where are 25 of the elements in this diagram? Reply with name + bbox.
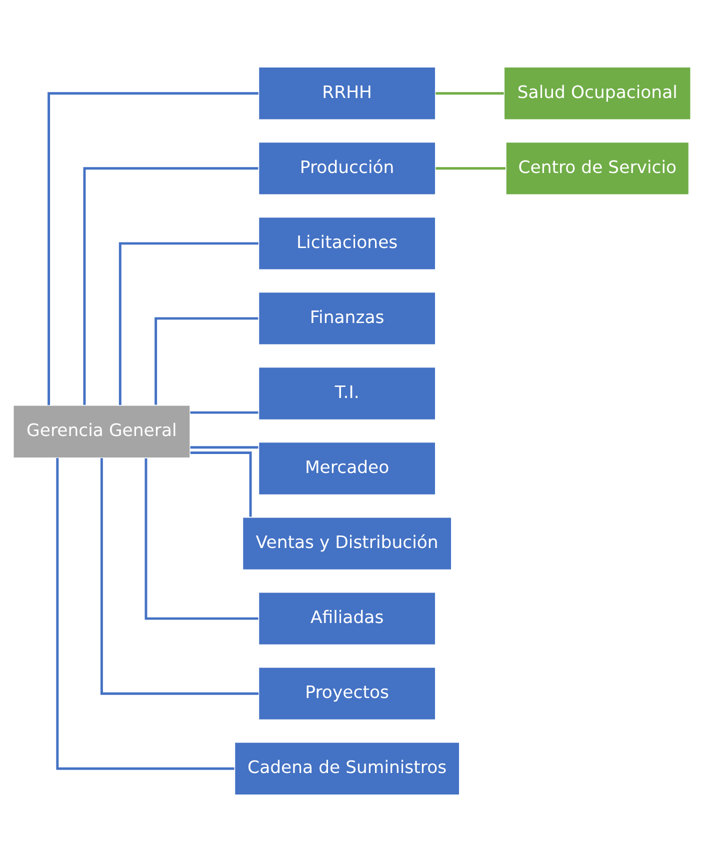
node-box: Cadena de Suministros — [234, 741, 460, 796]
connector — [118, 242, 258, 405]
connector — [190, 446, 258, 448]
connector — [83, 166, 258, 404]
node-box: Mercadeo — [258, 440, 436, 496]
node-box: Centro de Servicio — [505, 140, 690, 195]
node-box: RRHH — [258, 66, 436, 120]
connector — [56, 458, 234, 770]
node-box: Gerencia General — [12, 404, 191, 458]
connector — [190, 410, 258, 414]
node-box: Producción — [258, 140, 436, 195]
node-box: Licitaciones — [258, 216, 436, 270]
node-box: T.I. — [258, 366, 436, 420]
node-box: Ventas y Distribución — [242, 516, 452, 570]
node-box: Finanzas — [258, 290, 436, 346]
connector — [144, 458, 258, 620]
connector — [436, 166, 506, 170]
node-box: Afiliadas — [258, 591, 436, 646]
connector — [100, 458, 258, 694]
node-box: Salud Ocupacional — [503, 66, 692, 120]
connector — [190, 451, 252, 516]
node-box: Proyectos — [258, 666, 436, 720]
connector — [436, 92, 504, 94]
connector — [154, 316, 258, 404]
connector — [48, 92, 258, 405]
